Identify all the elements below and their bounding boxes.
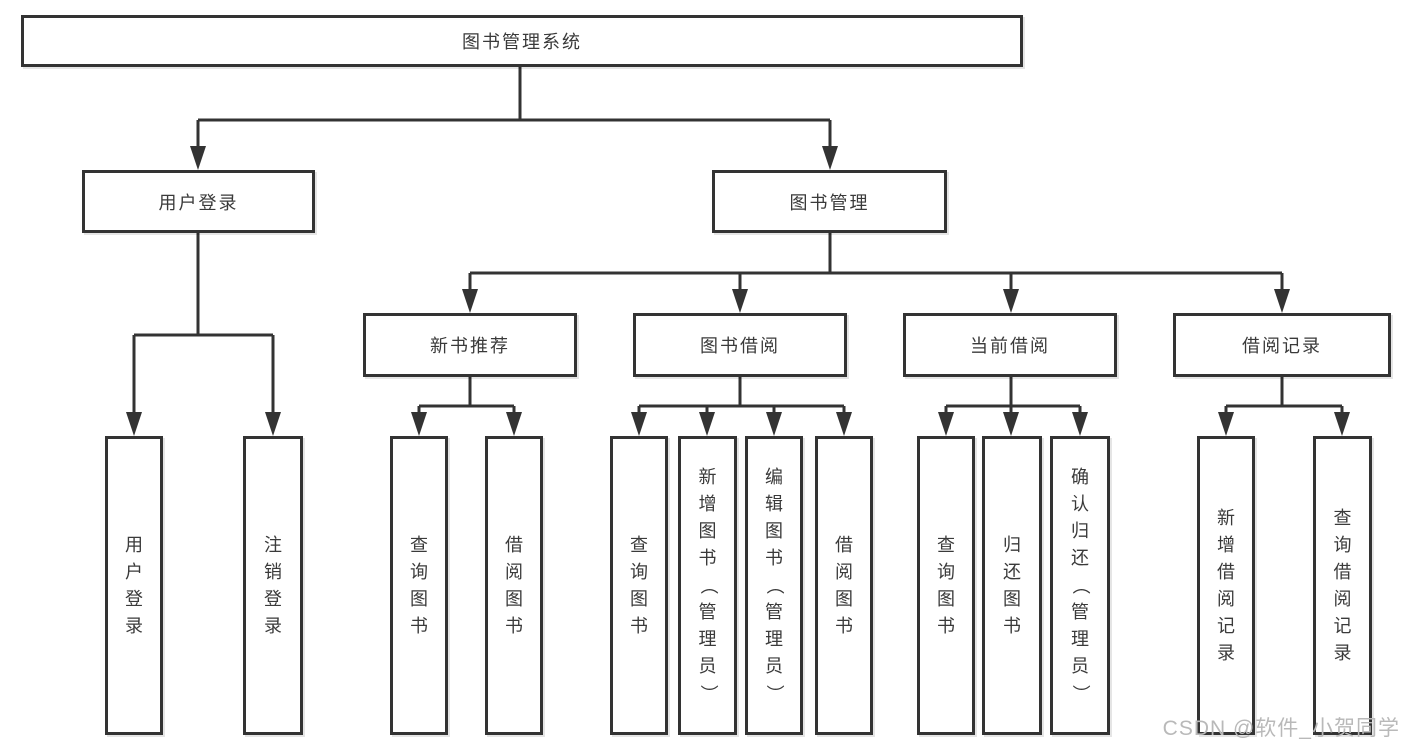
leaf-current-borrow-confirm: 确认归还（管理员） <box>1050 436 1110 735</box>
node-borrow-records-label: 借阅记录 <box>1242 336 1322 356</box>
node-new-books: 新书推荐 <box>363 313 577 377</box>
leaf-user-login: 用户登录 <box>105 436 163 735</box>
leaf-new-books-query: 查询图书 <box>390 436 448 735</box>
leaf-current-borrow-query: 查询图书 <box>917 436 975 735</box>
connector-user-login-children <box>126 233 281 436</box>
leaf-book-borrow-query: 查询图书 <box>610 436 668 735</box>
connector-current-borrow-children <box>938 377 1088 436</box>
leaf-records-query-label: 查询借阅记录 <box>1333 507 1352 663</box>
leaf-book-borrow-borrow-label: 借阅图书 <box>835 534 853 636</box>
node-book-borrow-label: 图书借阅 <box>700 336 780 356</box>
node-user-login: 用户登录 <box>82 170 315 233</box>
node-root-label: 图书管理系统 <box>462 32 582 52</box>
connector-root-to-level2 <box>190 67 838 170</box>
leaf-records-query: 查询借阅记录 <box>1313 436 1372 735</box>
node-book-mgmt-label: 图书管理 <box>789 192 870 213</box>
leaf-records-add: 新增借阅记录 <box>1197 436 1255 735</box>
leaf-records-add-label: 新增借阅记录 <box>1217 507 1235 663</box>
leaf-new-books-borrow-label: 借阅图书 <box>505 534 523 636</box>
leaf-book-borrow-add-label: 新增图书（管理员） <box>698 467 718 703</box>
leaf-new-books-query-label: 查询图书 <box>410 534 428 636</box>
leaf-logout: 注销登录 <box>243 436 303 735</box>
csdn-watermark: CSDN @软件_小贺同学 <box>1162 717 1400 740</box>
node-borrow-records: 借阅记录 <box>1173 313 1391 377</box>
leaf-current-borrow-query-label: 查询图书 <box>937 534 955 636</box>
leaf-new-books-borrow: 借阅图书 <box>485 436 543 735</box>
connector-book-mgmt-to-level3 <box>462 233 1290 313</box>
node-root-system: 图书管理系统 <box>21 15 1023 67</box>
leaf-user-login-label: 用户登录 <box>125 534 143 636</box>
connector-borrow-records-children <box>1218 377 1350 436</box>
leaf-logout-label: 注销登录 <box>264 534 282 636</box>
leaf-book-borrow-add: 新增图书（管理员） <box>678 436 737 735</box>
leaf-current-borrow-return-label: 归还图书 <box>1003 534 1021 636</box>
node-book-borrow: 图书借阅 <box>633 313 847 377</box>
leaf-book-borrow-query-label: 查询图书 <box>630 534 648 636</box>
leaf-current-borrow-confirm-label: 确认归还（管理员） <box>1070 467 1091 703</box>
node-current-borrow-label: 当前借阅 <box>970 336 1050 356</box>
connector-book-borrow-children <box>631 377 852 436</box>
leaf-book-borrow-edit-label: 编辑图书（管理员） <box>764 467 785 703</box>
node-user-login-label: 用户登录 <box>158 192 239 213</box>
node-book-mgmt: 图书管理 <box>712 170 947 233</box>
connector-new-books-children <box>411 377 522 436</box>
node-current-borrow: 当前借阅 <box>903 313 1117 377</box>
leaf-book-borrow-edit: 编辑图书（管理员） <box>745 436 803 735</box>
leaf-book-borrow-borrow: 借阅图书 <box>815 436 873 735</box>
leaf-current-borrow-return: 归还图书 <box>982 436 1042 735</box>
node-new-books-label: 新书推荐 <box>430 336 510 356</box>
